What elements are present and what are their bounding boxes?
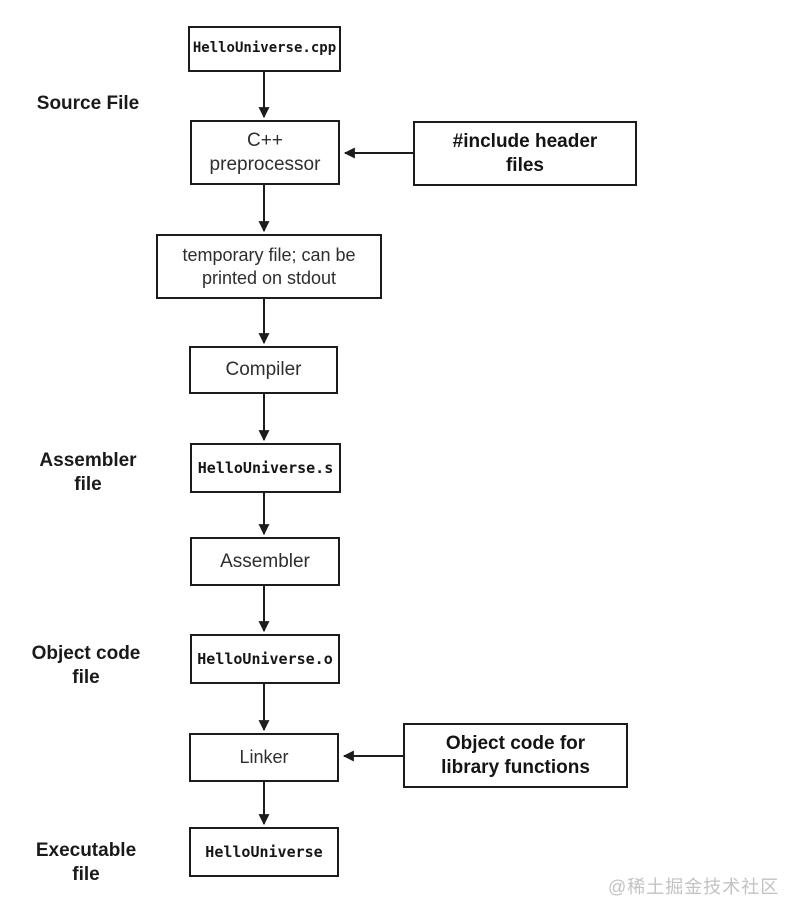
flow-node-assembly-file: HelloUniverse.s xyxy=(190,443,341,493)
flow-node-linker: Linker xyxy=(189,733,339,782)
flow-node-executable: HelloUniverse xyxy=(189,827,339,877)
watermark-text: @稀土掘金技术社区 xyxy=(608,877,780,897)
input-node-library-object-code: Object code for library functions xyxy=(403,723,628,788)
flow-node-temp-file: temporary file; can be printed on stdout xyxy=(156,234,382,299)
stage-label-source-file: Source File xyxy=(36,93,140,114)
flow-node-compiler: Compiler xyxy=(189,346,338,394)
input-node-header-files: #include header files xyxy=(413,121,637,186)
flow-node-preprocessor: C++ preprocessor xyxy=(190,120,340,185)
flow-node-source-file: HelloUniverse.cpp xyxy=(188,26,341,72)
stage-label-assembler-file: Assembler file xyxy=(39,450,137,495)
flow-node-object-file: HelloUniverse.o xyxy=(190,634,340,684)
flow-node-assembler: Assembler xyxy=(190,537,340,586)
stage-label-object-code-file: Object code file xyxy=(31,643,141,688)
stage-label-executable-file: Executable file xyxy=(35,840,137,885)
